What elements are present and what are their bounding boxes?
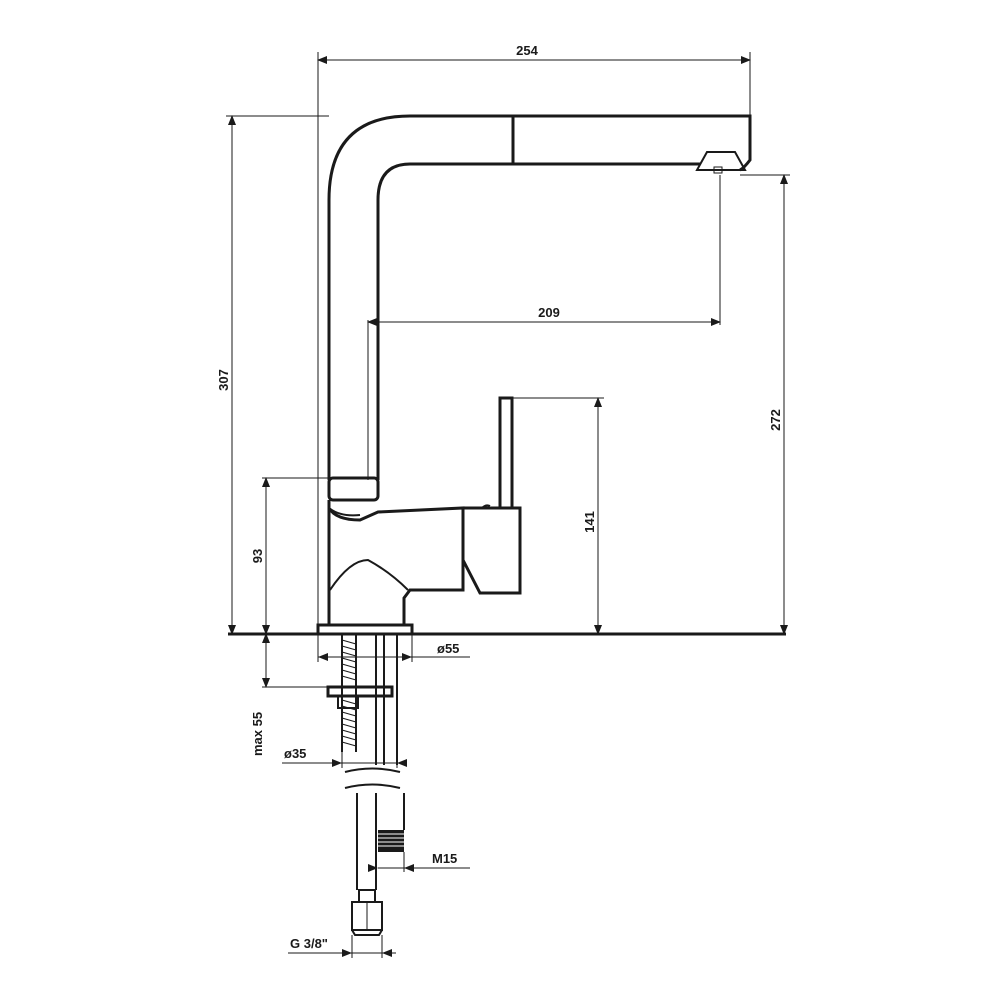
label-max-thickness: max 55 (250, 712, 265, 756)
label-connection: G 3/8" (290, 936, 328, 951)
label-overall-height: 307 (216, 369, 231, 391)
label-thread: M15 (432, 851, 457, 866)
faucet-outline (228, 114, 786, 636)
dimension-labels: 254 307 272 209 141 93 ø55 max 55 ø35 M1… (216, 43, 783, 951)
label-lever-height: 141 (582, 511, 597, 533)
label-body-height: 93 (250, 549, 265, 563)
label-spout-height: 272 (768, 409, 783, 431)
label-overall-width: 254 (516, 43, 538, 58)
label-spout-reach: 209 (538, 305, 560, 320)
mounting-hardware (326, 634, 405, 936)
label-base-diameter: ø55 (437, 641, 459, 656)
label-shank-diameter: ø35 (284, 746, 306, 761)
dimension-lines (226, 52, 790, 958)
